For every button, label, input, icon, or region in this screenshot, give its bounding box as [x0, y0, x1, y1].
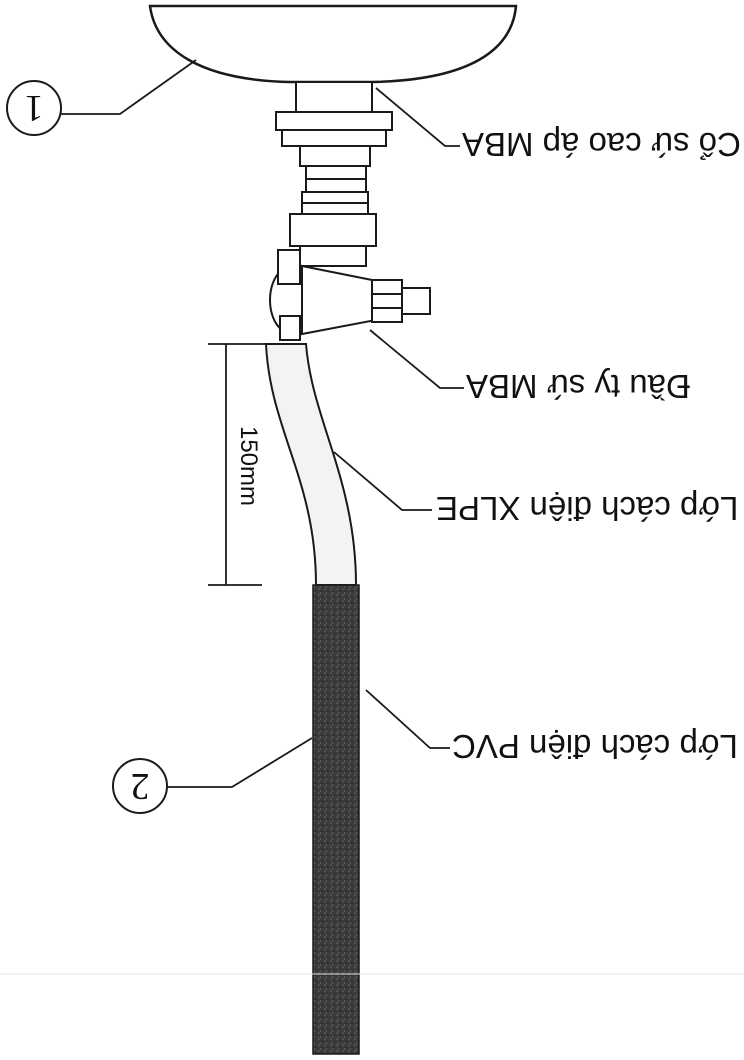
- marker-2-circle: [112, 758, 168, 814]
- pvc-insulation: [312, 584, 360, 1055]
- terminal-stud: [269, 245, 431, 341]
- bushing: [275, 81, 393, 247]
- transformer-tank: [148, 4, 518, 84]
- marker-1-label: 1: [24, 87, 44, 129]
- label-bushing: Cổ sứ cao áp MBA: [462, 126, 741, 163]
- marker-2-label: 2: [130, 765, 150, 807]
- marker-1-circle: [6, 80, 62, 136]
- label-terminal: Đầu ty sứ MBA: [466, 368, 690, 405]
- leader-lines: [60, 59, 464, 788]
- dimension-line: [208, 343, 266, 586]
- xlpe-insulation: [264, 343, 358, 586]
- label-xlpe: Lớp cách điện XLPE: [436, 490, 739, 527]
- label-pvc: Lớp cách điện PVC: [452, 728, 738, 765]
- dimension-label: 150mm: [235, 425, 263, 507]
